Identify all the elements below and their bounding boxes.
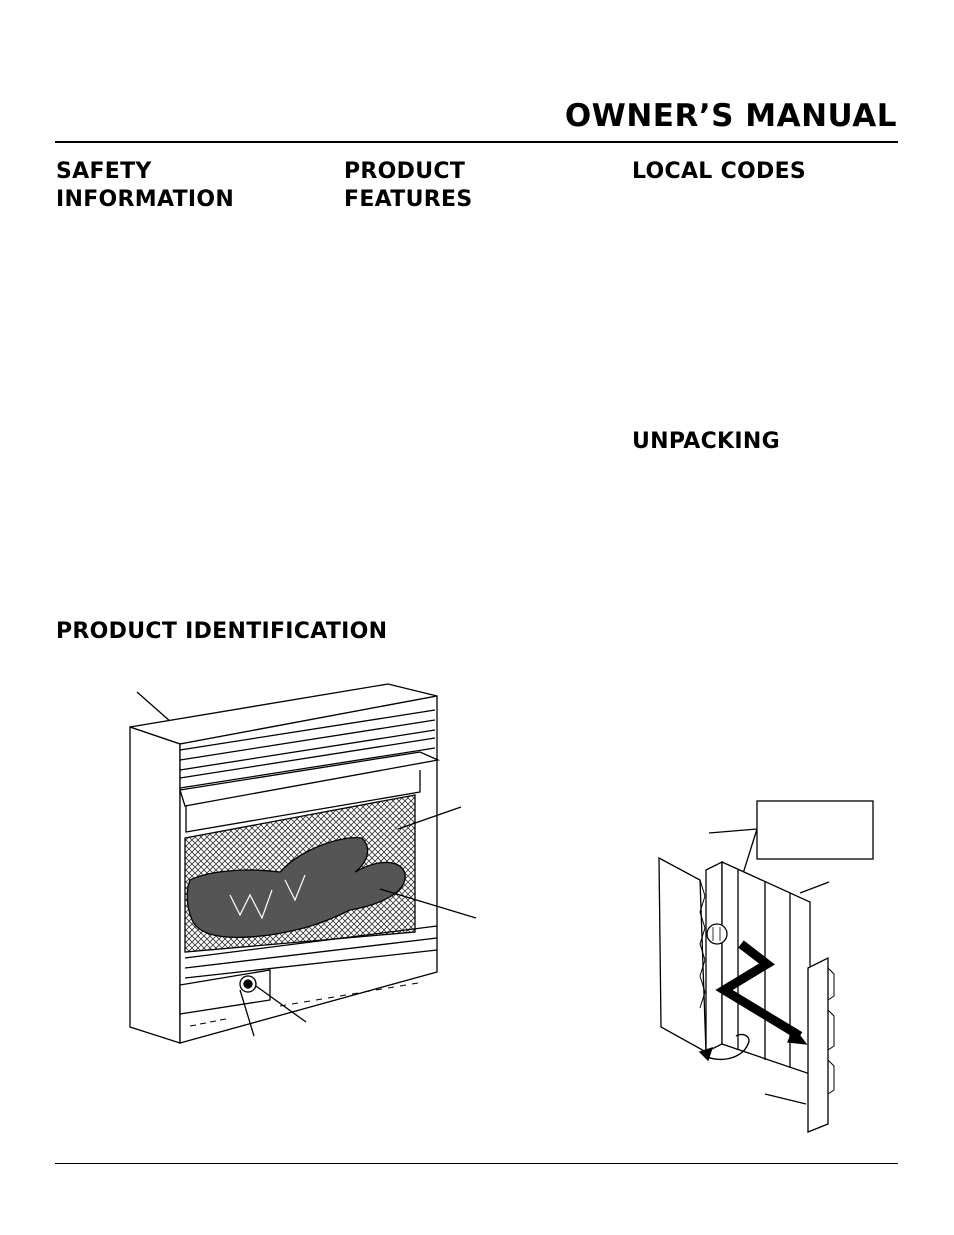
heading-local-codes: LOCAL CODES: [632, 158, 806, 186]
heading-line: INFORMATION: [56, 187, 235, 212]
page-title: OWNER’S MANUAL: [564, 98, 897, 134]
heading-safety-information: SAFETY INFORMATION: [56, 158, 234, 214]
heading-line: FEATURES: [344, 187, 473, 212]
heading-line: LOCAL CODES: [632, 159, 807, 184]
heading-unpacking: UNPACKING: [632, 428, 780, 456]
heading-line: SAFETY: [56, 159, 152, 184]
heading-line: PRODUCT: [344, 159, 466, 184]
heading-line: UNPACKING: [632, 429, 780, 454]
header-rule: [55, 141, 898, 143]
heading-line: PRODUCT IDENTIFICATION: [56, 619, 388, 644]
heading-product-identification: PRODUCT IDENTIFICATION: [56, 618, 387, 646]
footer-rule: [55, 1163, 898, 1164]
heading-product-features: PRODUCT FEATURES: [344, 158, 472, 214]
